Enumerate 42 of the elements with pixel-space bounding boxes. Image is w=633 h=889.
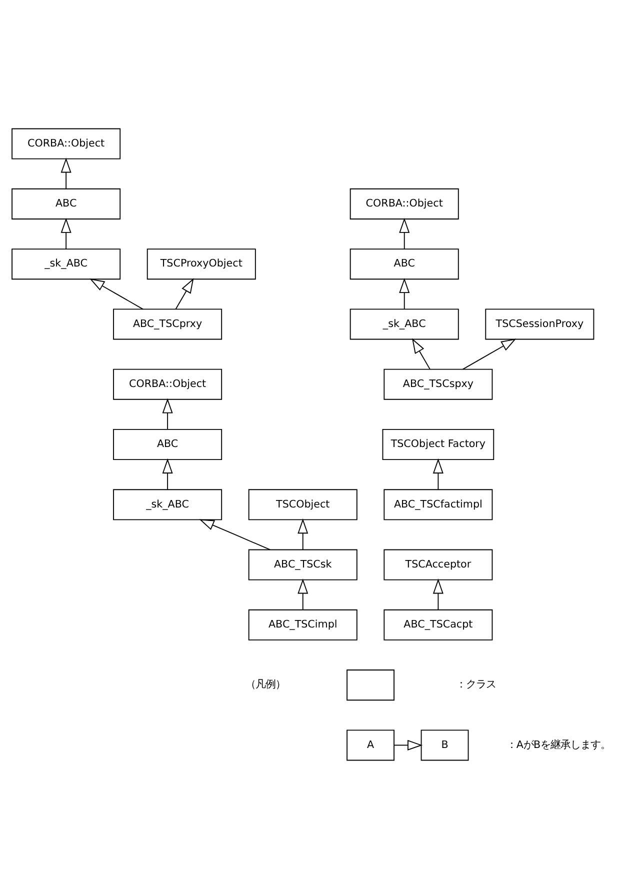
node-box: ABC — [12, 188, 121, 220]
node-box: CORBA::Object — [113, 368, 222, 400]
node-box: TSCObject Factory — [382, 429, 494, 460]
arrow — [298, 578, 308, 610]
node-box: ABC_TSCprxy — [113, 308, 222, 340]
arrow — [162, 398, 173, 430]
node-box: ABC — [113, 429, 222, 460]
arrow — [412, 338, 430, 370]
node-box: ABC_TSCsk — [248, 549, 358, 580]
arrow — [394, 740, 423, 750]
arrow — [90, 278, 144, 310]
node-box: ABC_TSCimpl — [248, 609, 358, 640]
node-box: _sk_ABC — [350, 308, 459, 340]
arrow — [432, 578, 444, 610]
label: ：クラス — [456, 678, 496, 691]
node-box — [346, 670, 394, 701]
node-box: ABC_TSCfactimpl — [384, 489, 493, 520]
node-box: CORBA::Object — [350, 188, 459, 220]
node-box: TSCObject — [248, 489, 358, 520]
arrow — [162, 458, 173, 490]
node-box: B — [420, 730, 469, 761]
node-box: _sk_ABC — [12, 248, 121, 280]
node-box: A — [346, 730, 394, 761]
arrow — [399, 218, 410, 250]
arrow — [60, 158, 72, 190]
node-box: TSCSessionProxy — [485, 308, 594, 340]
arrow — [399, 278, 410, 310]
node-box: TSCAcceptor — [384, 549, 493, 580]
arrow — [462, 338, 516, 370]
arrow — [199, 519, 271, 550]
node-box: TSCProxyObject — [146, 248, 256, 280]
arrow — [60, 218, 72, 250]
label: （凡例） — [245, 678, 286, 691]
arrow — [432, 458, 444, 490]
arrow — [175, 278, 194, 310]
node-box: ABC_TSCspxy — [384, 368, 493, 400]
label: ：AがBを継承します。 — [506, 738, 611, 751]
node-box: ABC_TSCacpt — [384, 609, 493, 640]
node-box: CORBA::Object — [12, 128, 121, 160]
node-box: _sk_ABC — [113, 489, 222, 520]
node-box: ABC — [350, 248, 459, 280]
arrow — [298, 518, 308, 550]
